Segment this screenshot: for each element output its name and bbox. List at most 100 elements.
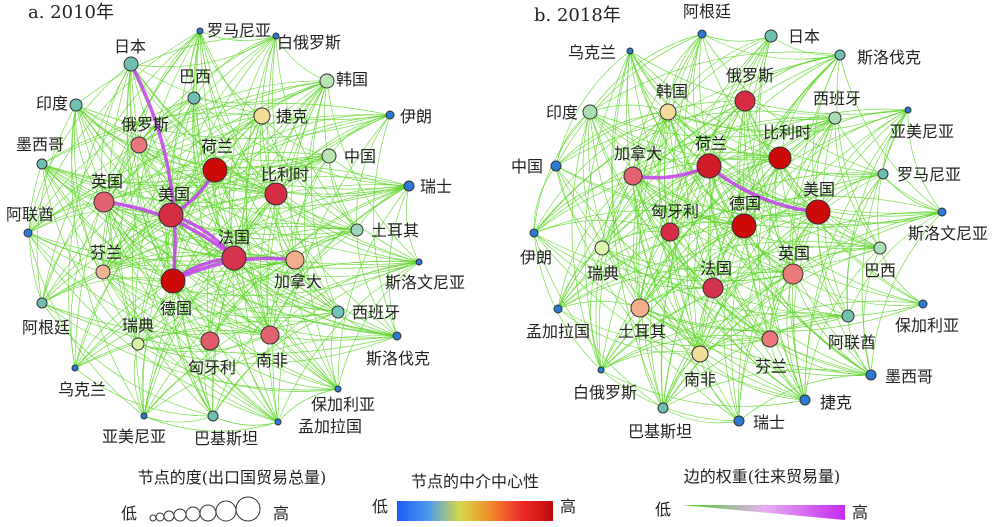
- degree-size-circle: [163, 510, 175, 522]
- country-node[interactable]: [626, 47, 634, 55]
- country-node[interactable]: [660, 222, 680, 242]
- trade-edge: [738, 374, 872, 422]
- weight-wedge: [682, 505, 845, 520]
- country-node[interactable]: [733, 415, 745, 427]
- trade-edge: [708, 165, 872, 376]
- country-node[interactable]: [630, 298, 650, 318]
- trade-edge: [662, 273, 794, 409]
- trade-edge: [134, 97, 195, 417]
- country-label: 巴基斯坦: [628, 422, 692, 441]
- country-node[interactable]: [253, 107, 271, 125]
- country-node[interactable]: [937, 207, 947, 217]
- country-label: 匈牙利: [188, 358, 236, 377]
- country-node[interactable]: [196, 27, 204, 35]
- trade-edge: [102, 261, 420, 296]
- country-node[interactable]: [36, 297, 48, 309]
- trade-edge: [590, 247, 603, 371]
- country-node[interactable]: [657, 402, 669, 414]
- country-node[interactable]: [597, 366, 605, 374]
- country-node[interactable]: [95, 264, 111, 280]
- country-node[interactable]: [691, 345, 709, 363]
- legend-weight: 边的权重(往来贸易量) 低 高: [655, 467, 868, 522]
- trade-edge: [632, 35, 772, 177]
- country-node[interactable]: [799, 394, 811, 406]
- trade-edge: [582, 111, 603, 249]
- country-node[interactable]: [385, 110, 395, 120]
- country-node[interactable]: [865, 369, 877, 381]
- country-label: 俄罗斯: [726, 66, 774, 85]
- country-node[interactable]: [260, 325, 280, 345]
- country-node[interactable]: [734, 90, 756, 112]
- country-node[interactable]: [702, 277, 724, 299]
- country-node[interactable]: [415, 258, 423, 266]
- country-node[interactable]: [550, 160, 562, 172]
- country-node[interactable]: [69, 98, 83, 112]
- country-node[interactable]: [321, 148, 337, 164]
- country-node[interactable]: [594, 240, 610, 256]
- country-node[interactable]: [272, 32, 280, 40]
- trade-edge: [102, 271, 398, 341]
- country-node[interactable]: [23, 228, 33, 238]
- country-node[interactable]: [873, 241, 887, 255]
- country-node[interactable]: [285, 250, 305, 270]
- country-node[interactable]: [731, 213, 757, 239]
- country-node[interactable]: [403, 180, 415, 192]
- country-node[interactable]: [319, 73, 335, 89]
- country-node[interactable]: [918, 299, 928, 309]
- country-node[interactable]: [130, 136, 148, 154]
- country-node[interactable]: [93, 191, 115, 213]
- country-node[interactable]: [697, 29, 707, 39]
- country-label: 亚美尼亚: [890, 122, 954, 141]
- country-node[interactable]: [805, 199, 831, 225]
- country-node[interactable]: [761, 330, 779, 348]
- trade-edge: [337, 261, 420, 390]
- country-node[interactable]: [553, 304, 563, 314]
- trade-edge: [41, 155, 330, 187]
- country-node[interactable]: [158, 202, 184, 228]
- country-node[interactable]: [36, 158, 48, 170]
- trade-edge: [388, 185, 410, 337]
- trade-edge: [555, 165, 603, 249]
- country-node[interactable]: [659, 103, 677, 121]
- country-node[interactable]: [782, 263, 804, 285]
- country-node[interactable]: [207, 410, 219, 422]
- country-node[interactable]: [582, 104, 598, 120]
- country-node[interactable]: [623, 166, 643, 186]
- trade-edge: [533, 210, 745, 234]
- country-node[interactable]: [187, 91, 201, 105]
- trade-edge: [847, 109, 909, 317]
- country-node[interactable]: [274, 418, 282, 426]
- country-node[interactable]: [140, 412, 148, 420]
- degree-size-circle: [199, 504, 217, 522]
- country-node[interactable]: [768, 146, 792, 170]
- trade-edge: [74, 280, 174, 369]
- country-node[interactable]: [71, 364, 79, 372]
- trade-edge: [639, 245, 881, 309]
- country-node[interactable]: [529, 228, 539, 238]
- trade-edge: [41, 226, 358, 304]
- trade-edge: [701, 33, 781, 159]
- country-node[interactable]: [334, 385, 342, 393]
- trade-edge: [804, 247, 881, 401]
- country-node[interactable]: [877, 168, 889, 180]
- country-node[interactable]: [834, 49, 846, 61]
- trade-edge: [533, 175, 634, 234]
- country-node[interactable]: [350, 223, 364, 237]
- country-node[interactable]: [221, 245, 247, 271]
- country-node[interactable]: [123, 56, 139, 72]
- trade-edge: [600, 335, 771, 371]
- country-node[interactable]: [392, 331, 402, 341]
- country-node[interactable]: [841, 309, 855, 323]
- trade-edge: [632, 116, 836, 177]
- trade-edge: [41, 163, 277, 204]
- country-node[interactable]: [131, 337, 145, 351]
- country-node[interactable]: [696, 153, 722, 179]
- country-node[interactable]: [160, 268, 186, 294]
- country-node[interactable]: [828, 111, 842, 125]
- country-node[interactable]: [200, 331, 220, 351]
- country-node[interactable]: [202, 157, 228, 183]
- country-node[interactable]: [264, 182, 288, 206]
- country-node[interactable]: [764, 29, 778, 43]
- country-node[interactable]: [331, 305, 345, 319]
- country-node[interactable]: [904, 106, 912, 114]
